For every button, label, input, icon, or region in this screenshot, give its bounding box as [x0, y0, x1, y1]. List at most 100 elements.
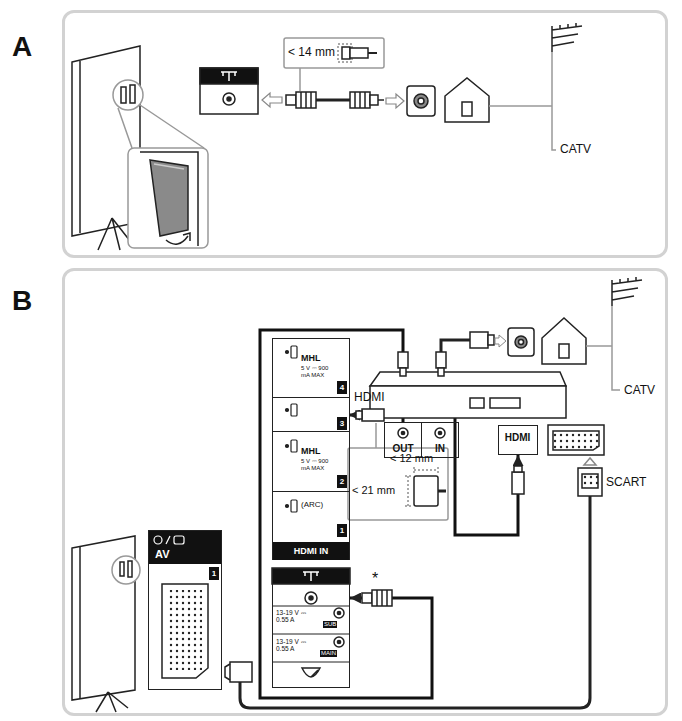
house	[445, 78, 489, 122]
coax-cable	[350, 92, 370, 108]
terminal-cover	[140, 152, 198, 246]
antenna-symbol	[552, 23, 582, 52]
antenna-panel-art	[302, 668, 320, 677]
hdmi-plug	[356, 411, 362, 419]
hdmi-port: MHL5 V ⎓ 900 mA MAX4	[273, 339, 349, 398]
terminal-cover	[183, 233, 190, 241]
set-top-box	[435, 428, 445, 438]
tv-set	[96, 692, 128, 712]
scart-cable	[230, 662, 252, 682]
scart-port	[548, 425, 604, 455]
port-label: AV	[155, 548, 169, 561]
scart-cable	[225, 664, 230, 680]
hdmi-port-icon	[291, 404, 297, 416]
set-top-box	[436, 352, 446, 368]
av-port-panel: AV1	[148, 530, 222, 690]
scart-cable	[240, 495, 590, 708]
panel-letter: A	[12, 31, 32, 63]
antenna-symbol	[612, 277, 642, 306]
dimension-box	[350, 48, 368, 58]
hdmi-port-icon	[291, 500, 297, 512]
antenna-port	[200, 68, 258, 114]
set-top-box	[370, 386, 566, 418]
hdmi-port-icon	[286, 505, 289, 508]
dimension-box	[348, 448, 448, 520]
coax-plug	[377, 590, 387, 606]
coax-cable	[441, 340, 470, 352]
port-label: (ARC)	[301, 500, 323, 509]
av-header	[174, 536, 184, 544]
set-top-box	[490, 398, 520, 408]
magnifier	[130, 85, 135, 103]
cable-name: HDMI	[354, 391, 385, 405]
coax-cable	[559, 344, 569, 358]
av-header	[148, 530, 222, 564]
power-rating: 13-19 V ⎓ 0.55 A	[276, 638, 316, 653]
antenna-symbol	[612, 277, 642, 306]
hdmi-port: (ARC) 1	[273, 492, 349, 539]
coax-cable	[441, 318, 586, 364]
tv-set	[79, 547, 81, 699]
dimension-box	[405, 476, 411, 506]
house	[462, 102, 472, 116]
antenna-panel-art	[273, 606, 349, 662]
antenna-panel-art	[303, 572, 319, 581]
coax-cable	[301, 92, 311, 108]
cable-name: SCART	[606, 476, 646, 490]
hdmi-plug	[514, 466, 522, 472]
av-header	[148, 530, 222, 564]
footnote-mark: *	[372, 570, 378, 588]
scart-socket	[162, 584, 208, 678]
hdmi-port-column: MHL5 V ⎓ 900 mA MAX43MHL5 V ⎓ 900 mA MAX…	[272, 338, 350, 560]
scart-cable	[582, 474, 598, 488]
antenna-panel-art	[337, 611, 340, 614]
dimension-box	[299, 68, 301, 91]
av-header	[166, 536, 170, 544]
hdmi-port-icon	[286, 351, 289, 354]
coax-cable	[296, 92, 316, 108]
mhl-logo: MHL	[301, 446, 321, 456]
set-top-box	[400, 368, 406, 376]
port-group-label: HDMI IN	[273, 542, 349, 560]
scart-cable	[225, 458, 602, 708]
catv-bracket	[586, 306, 620, 390]
port-number: 1	[337, 524, 347, 537]
hdmi-port-icon	[286, 445, 289, 448]
hdmi-plug	[362, 409, 384, 421]
dimension-box	[348, 448, 448, 520]
tv-set	[72, 536, 140, 712]
hdmi-plug	[512, 472, 524, 494]
terminal-cover	[154, 164, 184, 169]
hdmi-port: 3	[273, 398, 349, 432]
port-number: 4	[337, 381, 347, 394]
antenna-panel-art	[334, 608, 344, 618]
catv-bracket	[489, 52, 556, 150]
power-rating: 13-19 V ⎓ 0.55 A	[276, 609, 316, 624]
magnifier	[128, 148, 208, 248]
hdmi-port-icon	[291, 440, 297, 452]
set-top-box	[438, 431, 441, 434]
antenna-panel-art	[337, 640, 340, 643]
wall-socket	[407, 86, 435, 116]
coax-cable	[495, 335, 506, 347]
coax-cable	[470, 332, 488, 348]
coax-cable	[286, 92, 384, 108]
hdmi-logo: HDMI	[499, 432, 536, 444]
signal-source: CATV	[560, 143, 591, 157]
port-label: MAIN	[320, 650, 337, 657]
coax-plug	[362, 590, 392, 606]
coax-cable	[370, 95, 378, 105]
dimension-box	[414, 476, 438, 506]
antenna-port	[200, 68, 258, 114]
direction-arrow	[262, 93, 282, 107]
magnifier	[118, 105, 204, 148]
wall-socket	[407, 86, 435, 116]
coax-cable	[488, 335, 494, 345]
house	[445, 78, 489, 122]
set-top-box	[401, 431, 404, 434]
terminal-cover	[150, 160, 188, 236]
antenna-port	[200, 68, 258, 84]
coax-plug	[362, 593, 372, 603]
wall-socket	[414, 94, 428, 108]
